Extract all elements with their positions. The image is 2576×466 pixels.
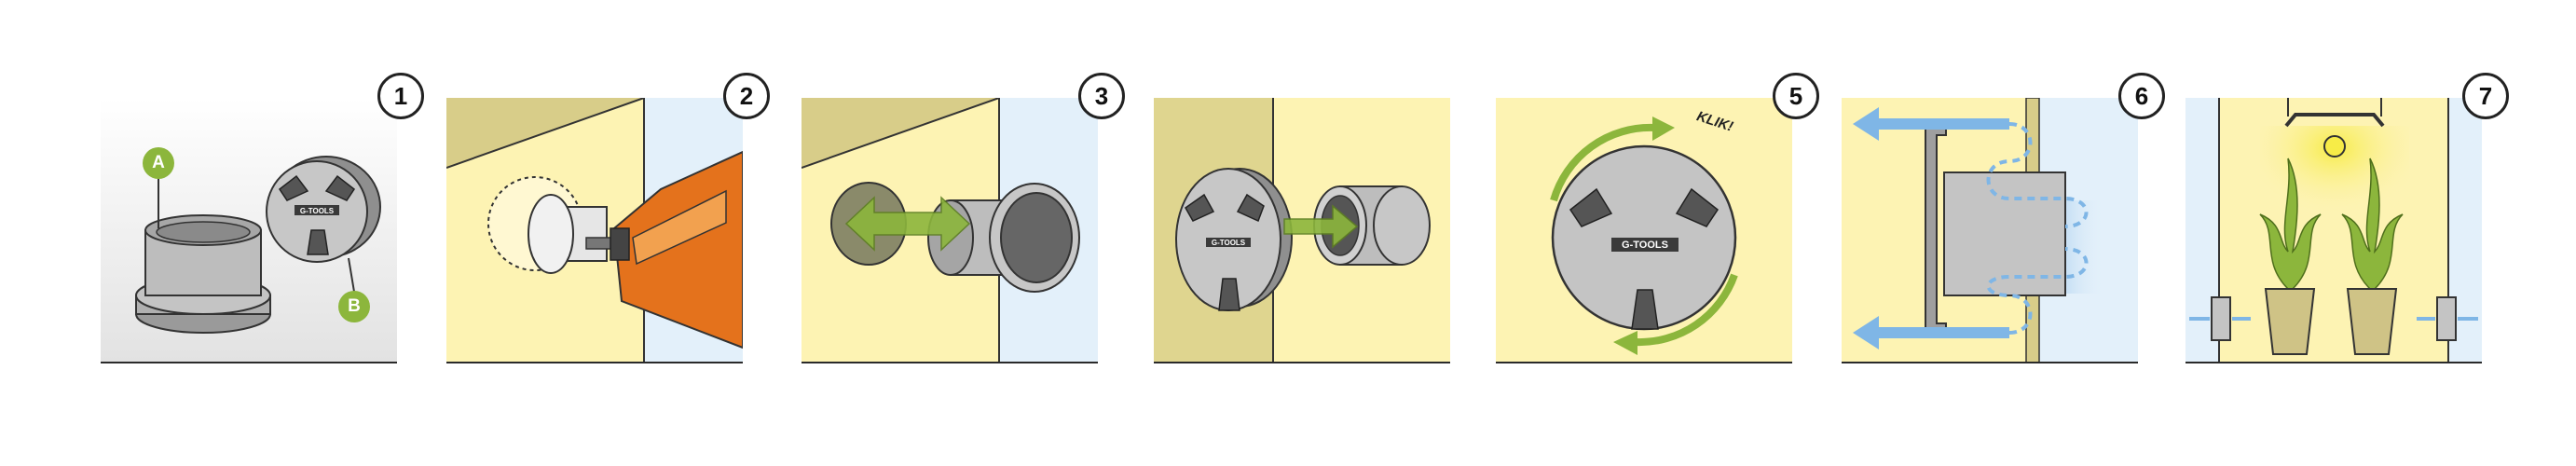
step-4-panel: G-TOOLS: [1154, 98, 1450, 363]
pot-right: [2346, 288, 2398, 355]
step-6-badge: 6: [2118, 73, 2165, 119]
brand-label: G-TOOLS: [1212, 239, 1246, 247]
brand-label: G-TOOLS: [1622, 240, 1668, 251]
plant-left: [2259, 158, 2322, 290]
vent-left: [2211, 296, 2231, 341]
vent-cap-part-b: G-TOOLS: [1551, 144, 1737, 331]
vent-right: [2436, 296, 2457, 341]
part-a-marker: A: [143, 147, 174, 179]
plant-right: [2341, 158, 2404, 290]
step-5-illustration: G-TOOLS: [1496, 98, 1792, 362]
push-arrow: [1283, 204, 1359, 249]
step-4-illustration: G-TOOLS: [1154, 98, 1450, 362]
step-7-panel: [2185, 98, 2482, 363]
step-5-panel: G-TOOLS: [1496, 98, 1792, 363]
power-drill: [610, 150, 743, 350]
pot-left: [2264, 288, 2316, 355]
step-1-badge: 1: [377, 73, 424, 119]
hole-saw: [528, 194, 619, 274]
step-5-badge: 5: [1773, 73, 1819, 119]
part-b-marker: B: [338, 291, 370, 322]
step-6-illustration: [1842, 98, 2138, 362]
step-1-illustration: G-TOOLS: [101, 98, 397, 362]
vent-cap-profile: [1925, 125, 1947, 334]
airflow-arrow-top: [1879, 118, 2009, 130]
step-2-badge: 2: [723, 73, 770, 119]
grow-lamp: [2284, 98, 2385, 158]
rotate-arrow-bottom: [1635, 273, 1738, 347]
brand-label: G-TOOLS: [300, 207, 335, 215]
step-3-panel: [802, 98, 1098, 363]
airflow-arrow-bottom: [1879, 327, 2009, 338]
rotate-arrow-top: [1550, 123, 1655, 202]
step-1-panel: G-TOOLS: [101, 98, 397, 363]
sleeve-part-a: [135, 214, 271, 334]
step-7-illustration: [2185, 98, 2482, 362]
step-3-illustration: [802, 98, 1098, 362]
vent-cap-part-b: G-TOOLS: [266, 156, 381, 263]
insert-arrow: [844, 196, 971, 252]
step-6-panel: [1842, 98, 2138, 363]
step-3-badge: 3: [1078, 73, 1125, 119]
step-2-panel: [446, 98, 743, 363]
step-2-illustration: [446, 98, 743, 362]
step-7-badge: 7: [2462, 73, 2509, 119]
vent-cap-part-b: G-TOOLS: [1175, 168, 1293, 311]
